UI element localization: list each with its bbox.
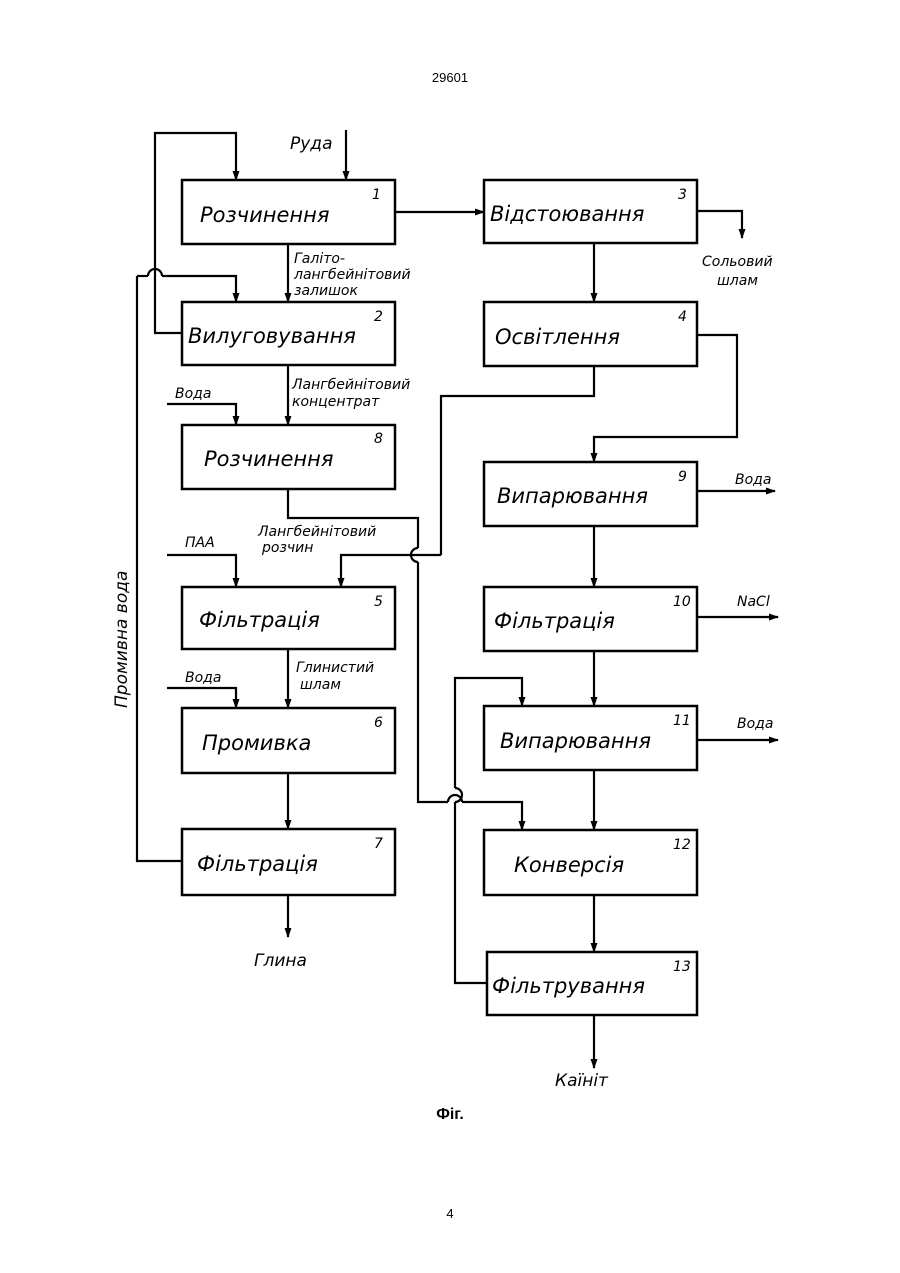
salt-sludge-label-1: Сольовий [702,254,773,270]
langbeinite-solution-label-2: розчин [261,540,313,556]
box-label: Випарювання [497,484,648,508]
figure-caption: Фіг. [0,1106,900,1124]
box-label: Розчинення [204,447,333,471]
box-label: Фільтрація [197,852,318,876]
page-number: 4 [0,1206,900,1221]
box-2: Вилуговування 2 [182,302,395,365]
wash-water-label: Промивна вода [112,571,132,708]
box-number: 6 [374,715,383,731]
water-label-box11: Вода [737,716,773,732]
box-4: Освітлення 4 [484,302,697,366]
box-number: 7 [374,836,383,852]
box-6: Промивка 6 [182,708,395,773]
water-label-box9: Вода [735,472,771,488]
box-number: 9 [678,469,687,485]
clay-sludge-label-2: шлам [300,677,341,693]
box-1: Розчинення 1 [182,180,395,244]
box-number: 2 [374,309,383,325]
salt-sludge-label-2: шлам [717,273,758,289]
box-number: 12 [673,837,691,853]
halite-residue-label-3: залишок [294,283,358,299]
box-label: Випарювання [500,729,651,753]
box-10: Фільтрація 10 [484,587,697,651]
box-label: Вилуговування [188,324,356,348]
box-number: 5 [374,594,383,610]
box-number: 11 [673,713,691,729]
box-number: 3 [678,187,687,203]
box-label: Фільтрація [199,608,320,632]
clay-output-label: Глина [254,951,307,971]
halite-residue-label-1: Галіто- [294,251,345,267]
box-9: Випарювання 9 [484,462,697,526]
box-label: Відстоювання [490,202,644,226]
box-label: Конверсія [514,853,624,877]
ore-label: Руда [290,134,332,154]
box-8: Розчинення 8 [182,425,395,489]
box-number: 8 [374,431,383,447]
box-3: Відстоювання 3 [484,180,697,243]
box-5: Фільтрація 5 [182,587,395,649]
box-label: Розчинення [200,203,329,227]
box-label: Промивка [202,731,311,755]
box-number: 1 [372,187,381,203]
box-label: Фільтрування [492,974,645,998]
box-13: Фільтрування 13 [487,952,697,1015]
box-label: Фільтрація [494,609,615,633]
clay-sludge-label-1: Глинистий [296,660,374,676]
water-label-box6: Вода [185,670,221,686]
water-label-box8: Вода [175,386,211,402]
halite-residue-label-2: лангбейнітовий [293,267,411,283]
langbeinite-solution-label-1: Лангбейнітовий [257,524,376,540]
langbeinite-concentrate-label-2: концентрат [292,394,380,410]
box-7: Фільтрація 7 [182,829,395,895]
nacl-label: NaCl [737,594,770,610]
box-11: Випарювання 11 [484,706,697,770]
box-number: 10 [673,594,691,610]
langbeinite-concentrate-label-1: Лангбейнітовий [291,377,410,393]
box-number: 4 [678,309,687,325]
box-label: Освітлення [495,325,620,349]
box-12: Конверсія 12 [484,830,697,895]
box-number: 13 [673,959,691,975]
paa-label: ПАА [185,535,215,551]
kainite-output-label: Каїніт [555,1071,609,1091]
